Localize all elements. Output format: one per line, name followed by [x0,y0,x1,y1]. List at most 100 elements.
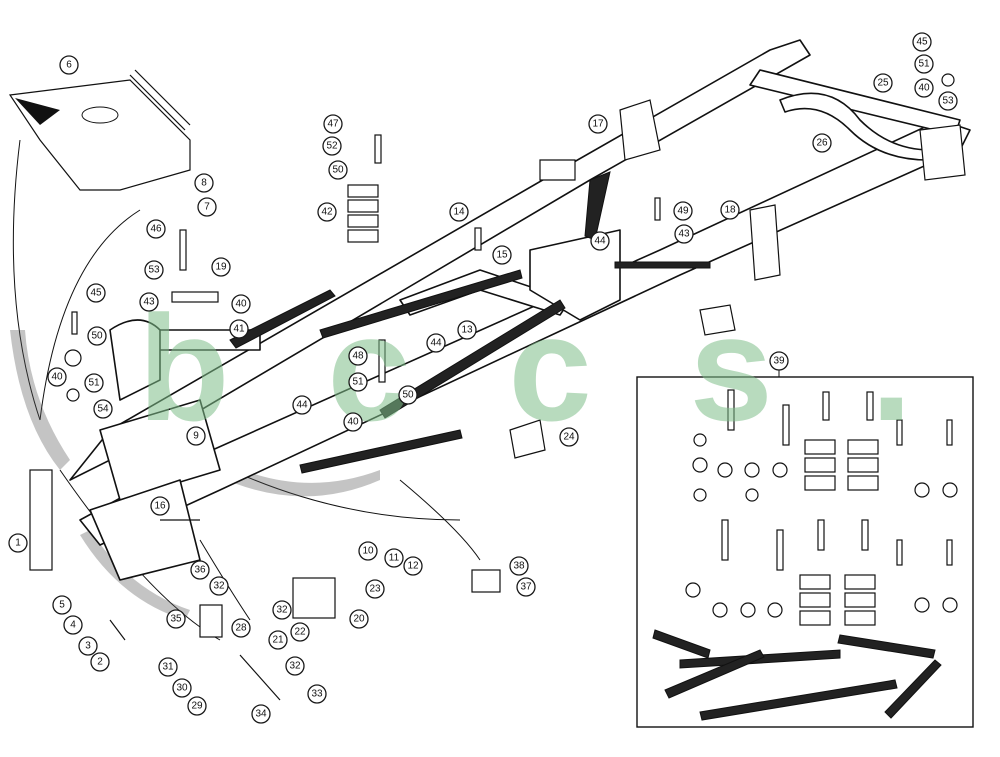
loose-hardware [29,73,955,701]
callout-35: 35 [166,609,186,629]
callout-number: 45 [90,288,102,299]
callout-number: 43 [678,229,690,240]
callout-circle [268,630,288,650]
svg-text:39: 39 [773,356,785,367]
callout-40: 40 [914,78,934,98]
callout-number: 32 [276,605,288,616]
callout-2: 2 [90,652,110,672]
callout-5: 5 [52,595,72,615]
callout-circle [172,678,192,698]
callout-circle [292,395,312,415]
callout-number: 45 [916,37,928,48]
callout-number: 31 [162,662,174,673]
callout-circle [78,636,98,656]
callout-32: 32 [285,656,305,676]
callout-circle [290,622,310,642]
callout-7: 7 [197,197,217,217]
callout-number: 13 [461,325,473,336]
callout-42: 42 [317,202,337,222]
callout-circle [384,548,404,568]
callout-50: 50 [87,326,107,346]
callout-number: 10 [362,546,374,557]
callout-circle [8,533,28,553]
callout-number: 20 [353,614,365,625]
callout-number: 49 [677,206,689,217]
callout-number: 42 [321,207,333,218]
callout-circle [209,576,229,596]
callout-10: 10 [358,541,378,561]
callout-12: 12 [403,556,423,576]
callout-circle [588,114,608,134]
callout-number: 9 [193,431,199,442]
callout-number: 3 [85,641,91,652]
callout-number: 33 [311,689,323,700]
callout-number: 35 [170,614,182,625]
callout-circle [90,652,110,672]
callout-40: 40 [343,412,363,432]
callout-circle [63,615,83,635]
callout-29: 29 [187,696,207,716]
callout-circle [272,600,292,620]
splash-plate [8,69,191,191]
callout-circle [86,283,106,303]
callout-circle [87,326,107,346]
callout-number: 51 [918,59,930,70]
callout-number: 2 [97,657,103,668]
callout-41: 41 [229,319,249,339]
callout-40: 40 [231,294,251,314]
callout-circle [229,319,249,339]
callout-number: 19 [215,262,227,273]
callout-54: 54 [93,399,113,419]
callout-15: 15 [492,245,512,265]
callout-51: 51 [348,372,368,392]
callout-18: 18 [720,200,740,220]
callout-20: 20 [349,609,369,629]
callout-number: 12 [407,561,419,572]
inset-box [636,370,974,728]
callout-circle [348,346,368,366]
callout-30: 30 [172,678,192,698]
callout-36: 36 [190,560,210,580]
callout-34: 34 [251,704,271,724]
callout-circle [873,73,893,93]
callout-32: 32 [272,600,292,620]
callout-24: 24 [559,427,579,447]
callout-circle [509,556,529,576]
callout-number: 34 [255,709,267,720]
callout-number: 30 [176,683,188,694]
callout-circle [190,560,210,580]
callout-25: 25 [873,73,893,93]
callout-number: 44 [296,400,308,411]
callout-number: 41 [233,324,245,335]
callout-number: 17 [592,119,604,130]
callout-circle [251,704,271,724]
callout-circle [317,202,337,222]
callout-number: 6 [66,60,72,71]
callout-6: 6 [59,55,79,75]
callout-circle [492,245,512,265]
callout-circle [194,173,214,193]
callout-31: 31 [158,657,178,677]
callout-number: 44 [594,236,606,247]
callout-number: 5 [59,600,65,611]
callout-44: 44 [292,395,312,415]
callout-number: 40 [918,83,930,94]
callout-53: 53 [938,91,958,111]
callout-51: 51 [84,373,104,393]
callout-circle [590,231,610,251]
callout-13: 13 [457,320,477,340]
callout-number: 44 [430,338,442,349]
callout-circle [914,78,934,98]
callout-circle [146,219,166,239]
callout-circle [426,333,446,353]
callout-number: 40 [51,372,63,383]
callout-32: 32 [209,576,229,596]
callout-17: 17 [588,114,608,134]
callout-number: 51 [88,378,100,389]
callout-26: 26 [812,133,832,153]
callout-circle [516,577,536,597]
callout-50: 50 [398,385,418,405]
callout-22: 22 [290,622,310,642]
callout-number: 37 [520,582,532,593]
